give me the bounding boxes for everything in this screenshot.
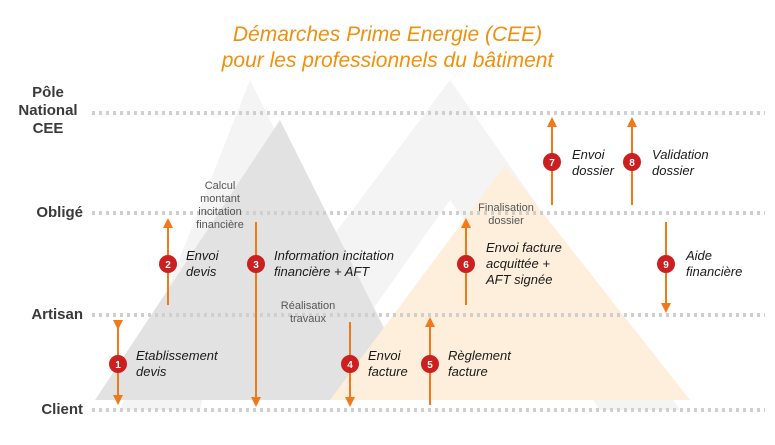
badge-step-3: 3 [247,255,265,273]
step-3-line-2: financière + AFT [274,264,370,279]
step-6-label: Envoi facture acquittée + AFT signée [486,240,562,288]
badge-step-2: 2 [159,255,177,273]
badge-step-7: 7 [543,153,561,171]
step-9-line-1: Aide [686,248,713,263]
note-calcul-line-2: montant [200,193,240,205]
step-8-line-2: dossier [652,163,694,178]
note-calcul-line-4: financière [196,219,244,231]
title-line-1: Démarches Prime Energie (CEE) [232,23,543,46]
step-7-label: Envoi dossier [572,147,614,179]
note-calcul-line-3: incitation [198,206,242,218]
badge-step-5: 5 [421,355,439,373]
lane-label-pole-line-3: CEE [32,120,64,137]
step-2-label: Envoi devis [186,248,219,280]
svg-text:6: 6 [463,260,469,271]
lane-label-pole-line-1: Pôle [32,84,64,101]
lane-label-pole: Pôle National CEE [8,84,88,138]
svg-text:1: 1 [115,360,121,371]
lane-label-artisan: Artisan [31,306,83,323]
lane-label-pole-line-2: National [18,102,78,119]
triangle-orange [330,165,690,400]
step-4-line-2: facture [368,364,408,379]
step-3-line-1: Information incitation [274,248,394,263]
svg-text:8: 8 [629,158,635,169]
step-9-line-2: financière [686,264,743,279]
step-8-line-1: Validation [652,147,709,162]
step-9-label: Aide financière [686,248,742,280]
badge-step-9: 9 [657,255,675,273]
step-6-line-2: acquittée + [486,256,550,271]
note-calcul-line-1: Calcul [204,180,236,192]
step-7-line-2: dossier [572,163,614,178]
step-1-label: Etablissement devis [136,348,218,380]
note-finalisation-line-2: dossier [488,215,524,227]
step-5-label: Règlement facture [448,348,511,380]
badge-step-4: 4 [341,355,359,373]
step-2-line-2: devis [186,264,217,279]
step-4-label: Envoi facture [368,348,408,380]
svg-text:4: 4 [347,360,353,371]
step-8-label: Validation dossier [652,147,709,179]
step-5-line-2: facture [448,364,488,379]
note-finalisation-line-1: Finalisation [478,202,534,214]
step-1-line-2: devis [136,364,167,379]
note-realisation: Réalisation travaux [268,300,348,326]
step-4-line-1: Envoi [368,348,401,363]
note-finalisation: Finalisation dossier [466,202,546,228]
title-line-2: pour les professionnels du bâtiment [221,49,554,72]
note-realisation-line-1: Réalisation [280,300,336,312]
svg-text:9: 9 [663,260,669,271]
step-6-line-3: AFT signée [486,272,553,287]
note-calcul: Calcul montant incitation financière [180,180,260,232]
step-3-label: Information incitation financière + AFT [274,248,394,280]
svg-text:7: 7 [549,158,555,169]
svg-text:3: 3 [253,260,259,271]
step-7-line-1: Envoi [572,147,605,162]
svg-text:2: 2 [165,260,171,271]
badge-step-1: 1 [109,355,127,373]
badge-step-8: 8 [623,153,641,171]
lane-label-client: Client [41,401,83,418]
step-5-line-1: Règlement [448,348,511,363]
step-6-line-1: Envoi facture [486,240,562,255]
note-realisation-line-2: travaux [289,313,327,325]
lane-label-oblige: Obligé [36,204,83,221]
step-1-line-1: Etablissement [136,348,218,363]
badge-step-6: 6 [457,255,475,273]
svg-text:5: 5 [427,360,433,371]
step-2-line-1: Envoi [186,248,219,263]
